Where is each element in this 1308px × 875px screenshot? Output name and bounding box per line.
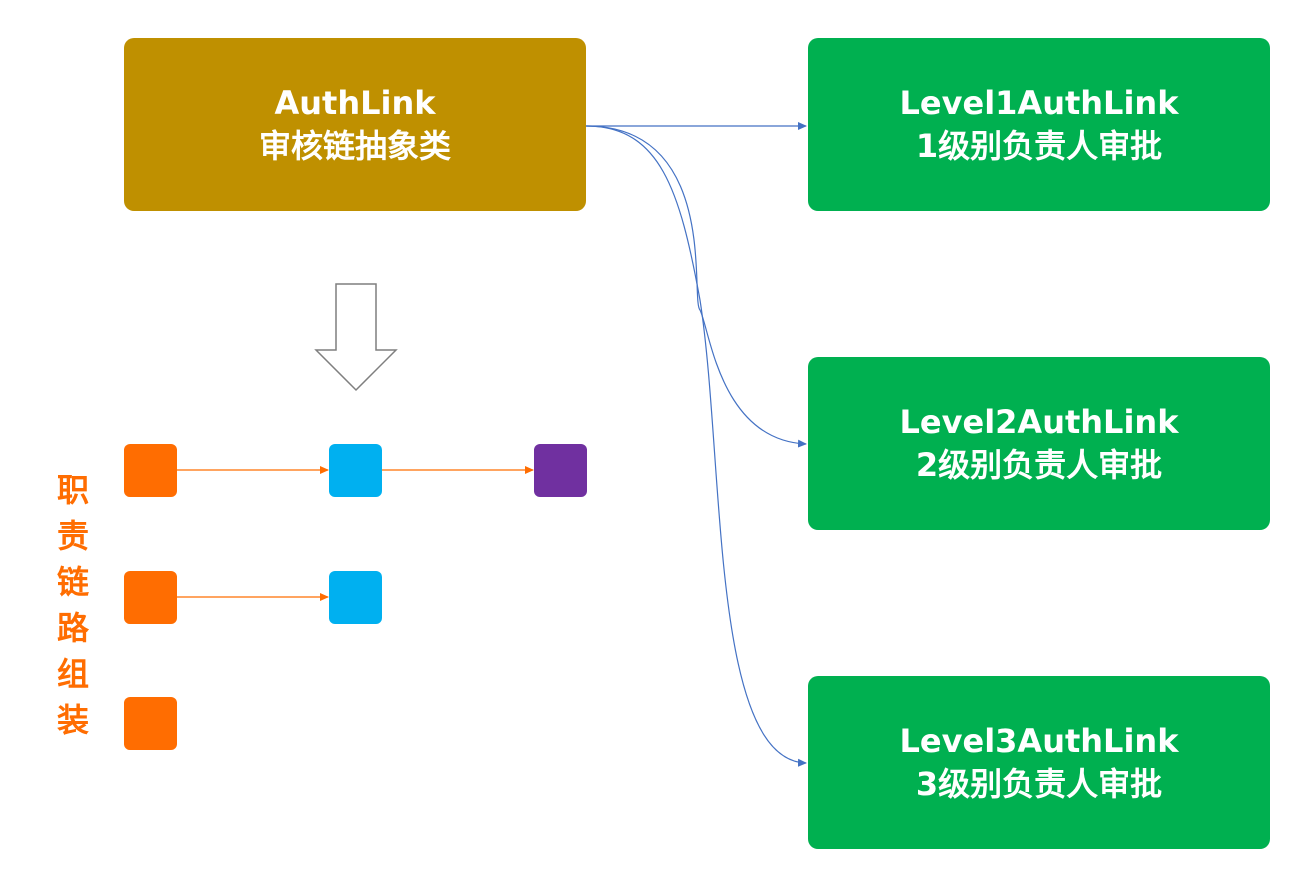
connector-to-level2: [585, 125, 807, 448]
chain1-node-level2: [329, 444, 382, 497]
chain3-node-level1: [124, 697, 177, 750]
level1-desc: 1级别负责人审批: [915, 126, 1163, 165]
level1-name: Level1AuthLink: [899, 83, 1179, 122]
chain2-node-level2: [329, 571, 382, 624]
abstract-class-name: AuthLink: [274, 83, 436, 122]
connector-to-level3: [585, 125, 807, 767]
level2-desc: 2级别负责人审批: [915, 445, 1163, 484]
chain1-node-level3: [534, 444, 587, 497]
level2-name: Level2AuthLink: [899, 402, 1179, 441]
level3-desc: 3级别负责人审批: [915, 764, 1163, 803]
level2-box: Level2AuthLink 2级别负责人审批: [808, 357, 1270, 530]
chain-assembly-label: 职责链路组装: [56, 471, 89, 739]
abstract-class-box: AuthLink 审核链抽象类: [124, 38, 586, 211]
down-arrow-icon: [314, 283, 398, 392]
level3-box: Level3AuthLink 3级别负责人审批: [808, 676, 1270, 849]
chain1-node-level1: [124, 444, 177, 497]
abstract-class-desc: 审核链抽象类: [258, 126, 451, 165]
level1-box: Level1AuthLink 1级别负责人审批: [808, 38, 1270, 211]
level3-name: Level3AuthLink: [899, 721, 1179, 760]
chain2-node-level1: [124, 571, 177, 624]
